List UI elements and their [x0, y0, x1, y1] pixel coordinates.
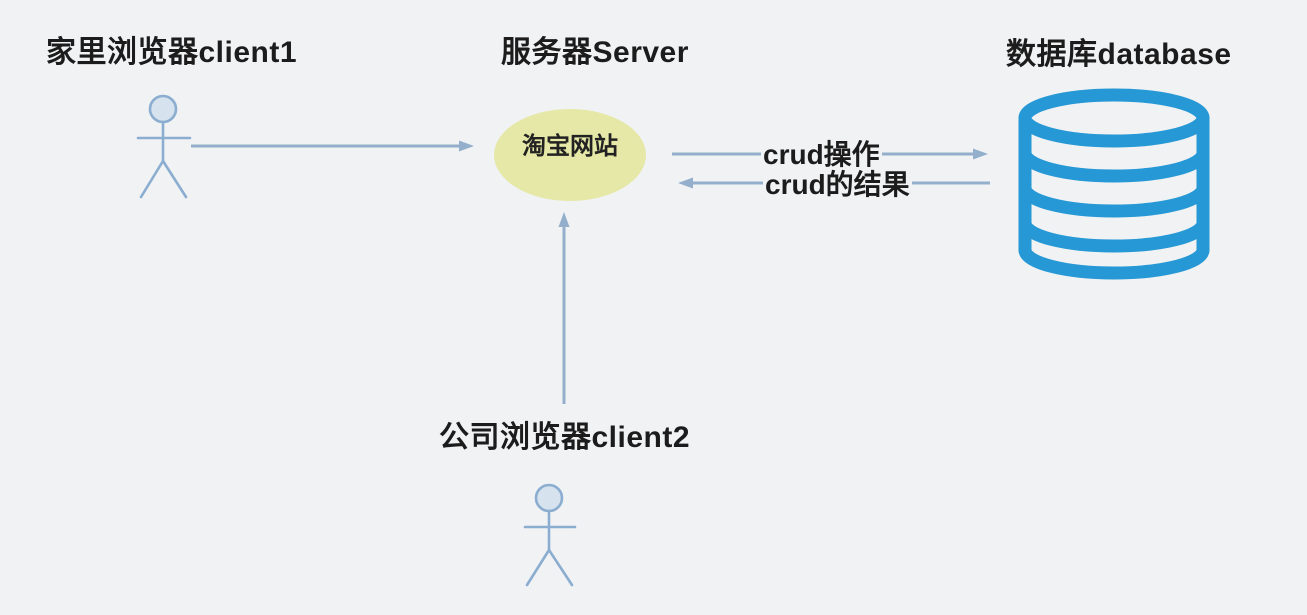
actor-client1-head-icon [148, 94, 178, 124]
database-title: 数据库database [1006, 38, 1232, 71]
database-icon [1018, 88, 1210, 280]
arrow-database-to-server-head [678, 177, 693, 189]
actor-client2-head-icon [534, 483, 564, 513]
arrow-server-to-database-head [973, 148, 988, 160]
actor-client1-leg-right [161, 159, 188, 199]
actor-client2-figure [523, 483, 577, 587]
db-band-2 [1018, 181, 1210, 218]
server-title: 服务器Server [501, 36, 689, 69]
client2-title: 公司浏览器client2 [439, 421, 691, 454]
actor-client2-leg-left [525, 548, 551, 587]
db-bottom-arc [1018, 243, 1210, 280]
db-top-ellipse [1018, 88, 1210, 148]
arrow-client2-to-server [558, 212, 570, 404]
arrow-client1-to-server-head [459, 140, 474, 152]
db-band-1 [1018, 146, 1210, 183]
arrow-client2-to-server-head [558, 212, 570, 227]
db-band-3 [1018, 216, 1210, 253]
edge-label-crud-operation: crud操作 [761, 139, 882, 170]
actor-client1-figure [136, 94, 192, 199]
server-ellipse-label: 淘宝网站 [522, 133, 618, 160]
actor-client1-leg-left [139, 159, 165, 199]
server-ellipse [494, 109, 646, 201]
edge-label-crud-result: crud的结果 [763, 169, 912, 200]
actor-client2-leg-right [547, 548, 574, 587]
arrow-client1-to-server [191, 140, 474, 152]
client1-title: 家里浏览器client1 [46, 36, 298, 69]
